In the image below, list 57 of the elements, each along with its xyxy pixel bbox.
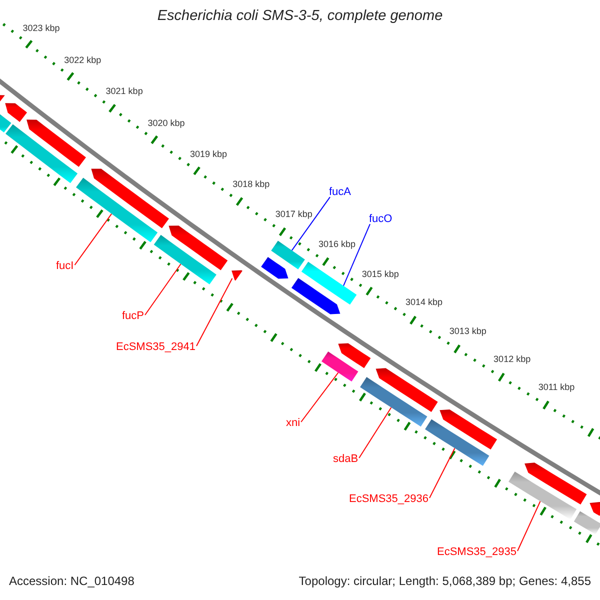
gene-label: xni bbox=[286, 417, 300, 430]
scale-label: 3022 kbp bbox=[64, 56, 102, 66]
gene-feature bbox=[168, 226, 228, 270]
leader-line bbox=[343, 224, 370, 286]
scale-label: 3016 kbp bbox=[318, 240, 356, 250]
gene-bar bbox=[271, 240, 305, 270]
scale-label: 3020 kbp bbox=[148, 118, 185, 129]
gene-feature bbox=[590, 502, 600, 516]
gene-feature bbox=[232, 270, 242, 281]
scale-label: 3018 kbp bbox=[232, 180, 270, 190]
gene-feature bbox=[524, 462, 587, 505]
gene-bar bbox=[6, 124, 78, 184]
leader-line bbox=[196, 278, 233, 346]
gene-bar bbox=[508, 472, 577, 520]
scale-label: 3015 kbp bbox=[362, 270, 399, 280]
gene-bar bbox=[0, 112, 12, 132]
gene-label: EcSMS35_2936 bbox=[349, 493, 428, 506]
gene-feature bbox=[376, 368, 438, 412]
gene-bar bbox=[301, 262, 357, 305]
gene-label: fucI bbox=[56, 260, 74, 272]
scale-label: 3019 kbp bbox=[190, 150, 228, 160]
gene-feature bbox=[440, 409, 498, 450]
gene-feature bbox=[5, 103, 28, 122]
gene-feature bbox=[26, 120, 86, 167]
gene-feature bbox=[291, 278, 340, 314]
footer-text: Topology: circular; Length: 5,068,389 bp; Genes: 4,855 bbox=[298, 575, 591, 588]
gene-label: fucO bbox=[369, 213, 392, 226]
gene-feature bbox=[91, 168, 169, 228]
gene-label: fucA bbox=[329, 186, 352, 198]
gene-bar bbox=[574, 511, 600, 534]
leader-line bbox=[517, 500, 541, 552]
gene-bar bbox=[425, 419, 490, 466]
scale-label: 3013 kbp bbox=[449, 327, 486, 337]
scale-label: 3011 kbp bbox=[538, 383, 575, 393]
scale-label: 3017 kbp bbox=[275, 210, 312, 220]
scale-label: 3014 kbp bbox=[406, 298, 443, 308]
leader-line bbox=[74, 213, 112, 266]
scale-label: 3012 kbp bbox=[494, 355, 531, 366]
scale-label: 3023 kbp bbox=[22, 24, 60, 34]
gene-feature bbox=[261, 256, 288, 279]
scale-label: 3021 kbp bbox=[106, 87, 143, 98]
leader-line bbox=[429, 448, 456, 498]
gene-bar bbox=[76, 178, 158, 242]
gene-label: fucP bbox=[122, 310, 144, 322]
footer-text: Accession: NC_010498 bbox=[9, 575, 134, 588]
gene-bar bbox=[154, 234, 216, 284]
leader-line bbox=[144, 264, 182, 316]
gene-label: EcSMS35_2941 bbox=[116, 341, 196, 354]
gene-feature bbox=[338, 343, 371, 368]
gene-label: EcSMS35_2935 bbox=[437, 546, 516, 558]
gene-label: sdaB bbox=[333, 453, 358, 466]
leader-line bbox=[291, 196, 330, 251]
leader-line bbox=[300, 372, 339, 422]
gene-bar bbox=[360, 377, 428, 427]
title: Escherichia coli SMS-3-5, complete genome bbox=[156, 9, 444, 25]
gene-bar bbox=[321, 351, 358, 382]
leader-line bbox=[358, 406, 392, 458]
